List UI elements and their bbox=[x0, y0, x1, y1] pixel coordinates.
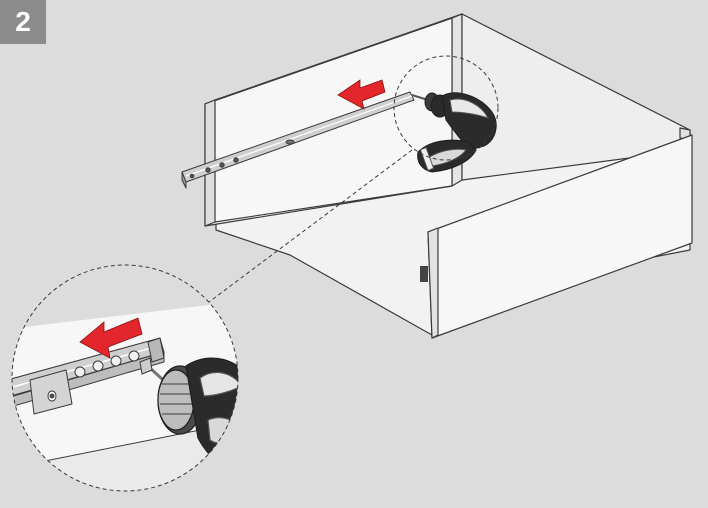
cordless-drill-icon bbox=[411, 92, 497, 173]
drawer-slide-rail-icon bbox=[12, 337, 165, 415]
drawer-slide-rail-icon bbox=[181, 91, 415, 189]
detail-marker-circle bbox=[393, 55, 499, 161]
front-panel-connector bbox=[420, 266, 428, 282]
red-arrow-left-icon bbox=[337, 79, 386, 110]
drawer-floor-edge bbox=[214, 185, 453, 223]
zoom-detail bbox=[11, 264, 239, 492]
cordless-drill-icon bbox=[157, 357, 238, 481]
detail-leader-line bbox=[204, 149, 413, 306]
drawer-front-panel-edge bbox=[427, 227, 439, 339]
step-number-badge: 2 bbox=[0, 0, 46, 44]
drawer-box bbox=[204, 13, 693, 339]
red-arrow-left-icon bbox=[79, 317, 143, 359]
